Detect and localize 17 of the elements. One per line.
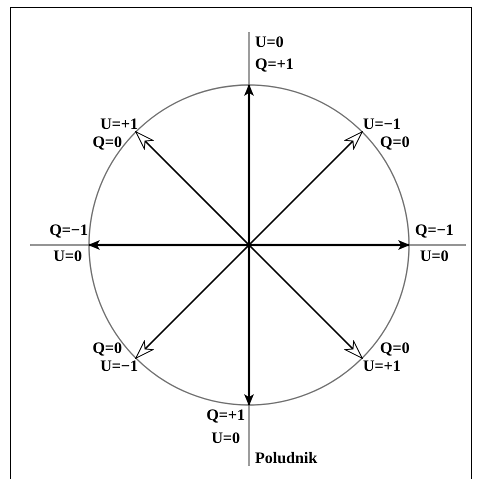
axis-label: Q=+1 (255, 56, 294, 74)
axis-label: U=+1 (100, 116, 138, 134)
axis-label: U=0 (255, 34, 284, 52)
axis-label: Q=−1 (49, 222, 88, 240)
axis-label: Poludnik (255, 450, 318, 468)
axis-label: Q=0 (380, 340, 410, 358)
axis-label: Q=−1 (415, 222, 454, 240)
axis-label: U=0 (53, 248, 82, 266)
axis-label: U=−1 (363, 116, 401, 134)
axis-label: Q=+1 (206, 407, 245, 425)
axis-label: Q=0 (380, 134, 410, 152)
axis-label: Q=0 (92, 340, 122, 358)
axis-label: U=0 (420, 248, 449, 266)
axis-label: U=−1 (100, 358, 138, 376)
axis-label: U=0 (211, 430, 240, 448)
axis-label: U=+1 (363, 358, 401, 376)
axis-label: Q=0 (92, 134, 122, 152)
